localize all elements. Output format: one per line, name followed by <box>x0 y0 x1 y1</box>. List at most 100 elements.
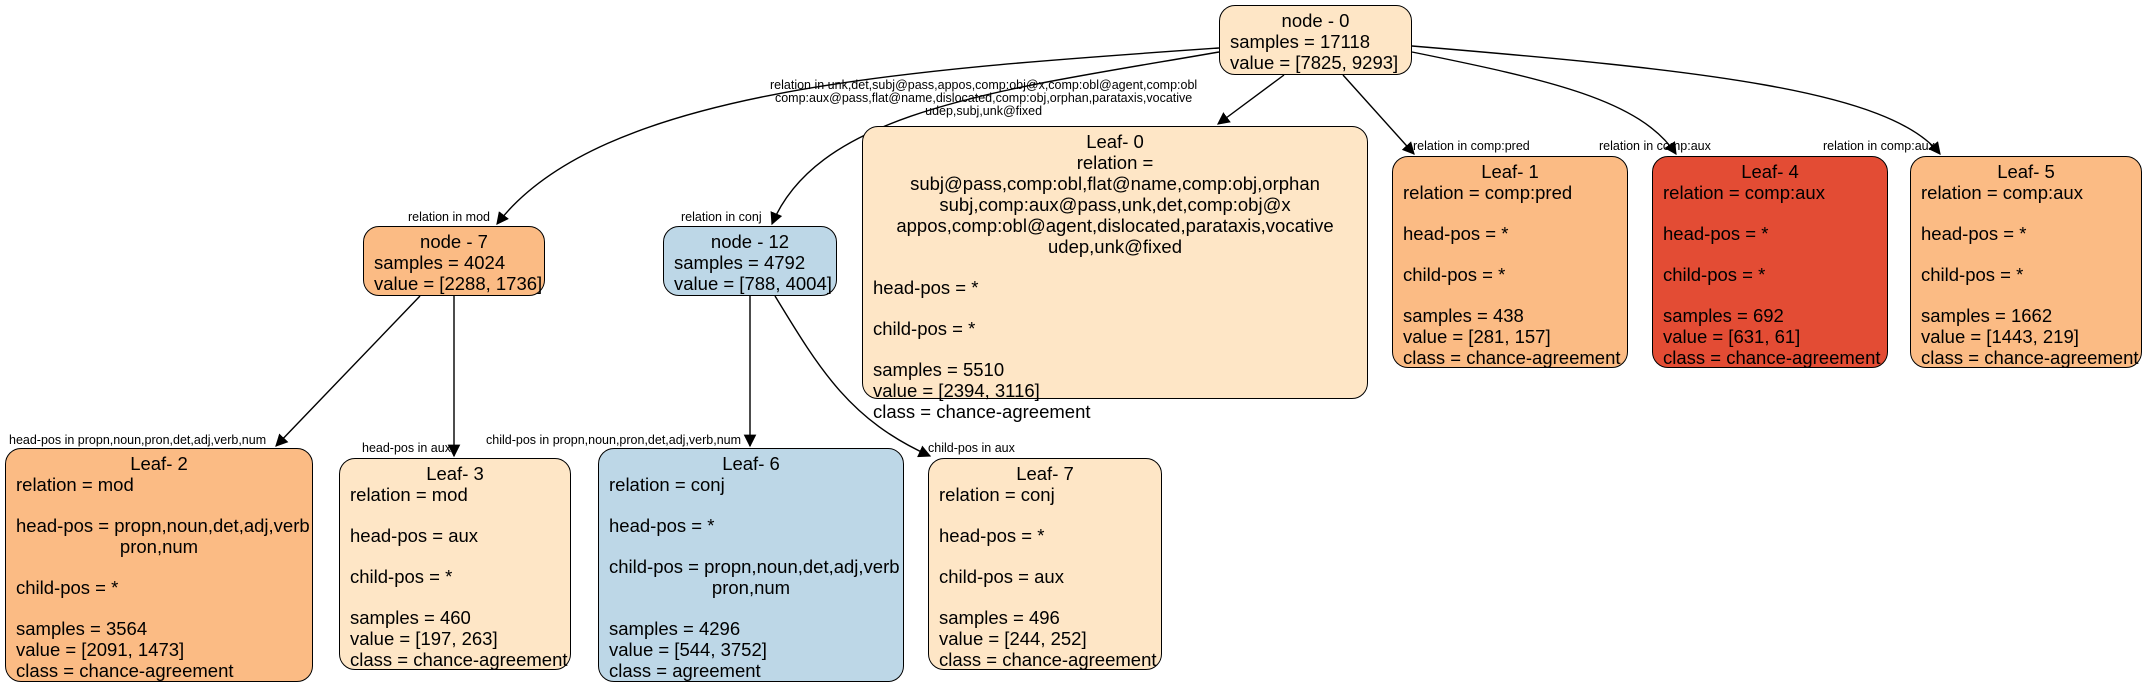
leaf-4: Leaf- 4 relation = comp:aux head-pos = *… <box>1652 156 1888 368</box>
leaf-title: Leaf- 4 <box>1741 161 1799 182</box>
leaf-child-pos: child-pos = * <box>1403 264 1506 285</box>
leaf-head-pos: head-pos = * <box>1403 223 1509 244</box>
leaf-head-pos: head-pos = * <box>1921 223 2027 244</box>
leaf-value: value = [281, 157] <box>1403 326 1551 347</box>
leaf-relation-cont: udep,unk@fixed <box>1048 236 1182 257</box>
leaf-relation: relation = mod <box>350 484 468 505</box>
leaf-2: Leaf- 2 relation = mod head-pos = propn,… <box>5 448 313 682</box>
edge-label-leaf2: head-pos in propn,noun,pron,det,adj,verb… <box>9 433 267 447</box>
edge-node12-leaf7 <box>774 295 932 458</box>
node-samples: samples = 17118 <box>1230 31 1371 52</box>
leaf-value: value = [244, 252] <box>939 628 1087 649</box>
leaf-title: Leaf- 6 <box>722 453 780 474</box>
leaf-head-pos: head-pos = * <box>939 525 1045 546</box>
leaf-relation: relation = conj <box>939 484 1055 505</box>
node-samples: samples = 4024 <box>374 252 506 273</box>
edge-label-node12: relation in conj <box>681 210 762 224</box>
node-title: node - 7 <box>420 231 488 252</box>
edge-label-node7: relation in mod <box>408 210 490 224</box>
node-value: value = [7825, 9293] <box>1230 52 1399 73</box>
leaf-child-pos: child-pos = * <box>350 566 453 587</box>
leaf-title: Leaf- 2 <box>130 453 188 474</box>
leaf-child-pos: child-pos = * <box>873 318 976 339</box>
leaf-samples: samples = 1662 <box>1921 305 2053 326</box>
leaf-value: value = [2091, 1473] <box>16 639 185 660</box>
leaf-class: class = chance-agreement <box>1663 347 1881 368</box>
leaf-3: Leaf- 3 relation = mod head-pos = aux ch… <box>339 458 571 670</box>
edge-node0-node12 <box>770 51 1220 226</box>
leaf-samples: samples = 692 <box>1663 305 1784 326</box>
leaf-class: class = agreement <box>609 660 761 681</box>
leaf-relation: relation = comp:aux <box>1921 182 2083 203</box>
edge-node0-leaf4 <box>1411 51 1677 156</box>
leaf-relation-cont: subj,comp:aux@pass,unk,det,comp:obj@x <box>939 194 1291 215</box>
leaf-head-pos: head-pos = propn,noun,det,adj,verb <box>16 515 310 536</box>
leaf-head-pos: head-pos = * <box>609 515 715 536</box>
edge-node0-node7 <box>496 47 1220 225</box>
edge-label-leaf4: relation in comp:aux <box>1599 139 1711 153</box>
node-title: node - 12 <box>710 231 790 252</box>
leaf-child-pos: child-pos = * <box>16 577 119 598</box>
leaf-relation: relation = mod <box>16 474 134 495</box>
leaf-0: Leaf- 0 relation = subj@pass,comp:obl,fl… <box>862 126 1368 422</box>
leaf-relation: relation = subj@pass,comp:obl,flat@name,… <box>910 152 1320 194</box>
tree-node-12: node - 12 samples = 4792 value = [788, 4… <box>663 226 837 296</box>
leaf-head-pos: head-pos = aux <box>350 525 479 546</box>
leaf-title: Leaf- 3 <box>426 463 484 484</box>
leaf-relation: relation = comp:aux <box>1663 182 1825 203</box>
leaf-title: Leaf- 5 <box>1997 161 2055 182</box>
node-value: value = [2288, 1736] <box>374 273 543 294</box>
edge-label-leaf6: child-pos in propn,noun,pron,det,adj,ver… <box>486 433 742 447</box>
edge-node0-leaf0 <box>1216 74 1285 125</box>
leaf-samples: samples = 496 <box>939 607 1060 628</box>
leaf-samples: samples = 3564 <box>16 618 148 639</box>
leaf-samples: samples = 4296 <box>609 618 741 639</box>
leaf-samples: samples = 438 <box>1403 305 1524 326</box>
leaf-samples: samples = 460 <box>350 607 471 628</box>
leaf-child-pos: child-pos = * <box>1921 264 2024 285</box>
leaf-relation: relation = comp:pred <box>1403 182 1573 203</box>
leaf-relation: relation = conj <box>609 474 725 495</box>
edge-label-leaf1: relation in comp:pred <box>1413 139 1530 153</box>
leaf-samples: samples = 5510 <box>873 359 1005 380</box>
tree-node-0: node - 0 samples = 17118 value = [7825, … <box>1219 5 1412 75</box>
edge-label-node12-long: relation in unk,det,subj@pass,appos,comp… <box>770 78 1198 118</box>
leaf-value: value = [544, 3752] <box>609 639 767 660</box>
node-title: node - 0 <box>1281 10 1350 31</box>
leaf-head-pos-cont: pron,num <box>119 536 199 557</box>
edge-node0-leaf1 <box>1342 74 1415 155</box>
leaf-child-pos: child-pos = aux <box>939 566 1064 587</box>
edge-label-leaf3: head-pos in aux <box>362 441 451 455</box>
leaf-1: Leaf- 1 relation = comp:pred head-pos = … <box>1392 156 1628 368</box>
leaf-child-pos: child-pos = propn,noun,det,adj,verb <box>609 556 900 577</box>
edge-node0-leaf5 <box>1411 45 1941 155</box>
edge-label-leaf7: child-pos in aux <box>928 441 1015 455</box>
leaf-class: class = chance-agreement <box>16 660 234 681</box>
leaf-class: class = chance-agreement <box>1403 347 1621 368</box>
leaf-6: Leaf- 6 relation = conj head-pos = * chi… <box>598 448 904 682</box>
leaf-head-pos: head-pos = * <box>873 277 979 298</box>
leaf-5: Leaf- 5 relation = comp:aux head-pos = *… <box>1910 156 2142 368</box>
leaf-class: class = chance-agreement <box>939 649 1157 670</box>
leaf-title: Leaf- 1 <box>1481 161 1539 182</box>
leaf-head-pos: head-pos = * <box>1663 223 1769 244</box>
leaf-child-pos: child-pos = * <box>1663 264 1766 285</box>
edge-label-leaf5: relation in comp:aux <box>1823 139 1935 153</box>
leaf-title: Leaf- 0 <box>1086 131 1144 152</box>
node-value: value = [788, 4004] <box>674 273 832 294</box>
edge-node7-leaf2 <box>275 295 421 447</box>
node-samples: samples = 4792 <box>674 252 806 273</box>
leaf-child-pos-cont: pron,num <box>711 577 791 598</box>
tree-node-7: node - 7 samples = 4024 value = [2288, 1… <box>363 226 545 296</box>
leaf-title: Leaf- 7 <box>1016 463 1074 484</box>
leaf-class: class = chance-agreement <box>873 401 1091 422</box>
leaf-class: class = chance-agreement <box>350 649 568 670</box>
leaf-value: value = [197, 263] <box>350 628 498 649</box>
leaf-value: value = [631, 61] <box>1663 326 1801 347</box>
leaf-value: value = [2394, 3116] <box>873 380 1040 401</box>
leaf-7: Leaf- 7 relation = conj head-pos = * chi… <box>928 458 1162 670</box>
leaf-value: value = [1443, 219] <box>1921 326 2079 347</box>
leaf-relation-cont: appos,comp:obl@agent,dislocated,parataxi… <box>896 215 1334 236</box>
leaf-class: class = chance-agreement <box>1921 347 2139 368</box>
